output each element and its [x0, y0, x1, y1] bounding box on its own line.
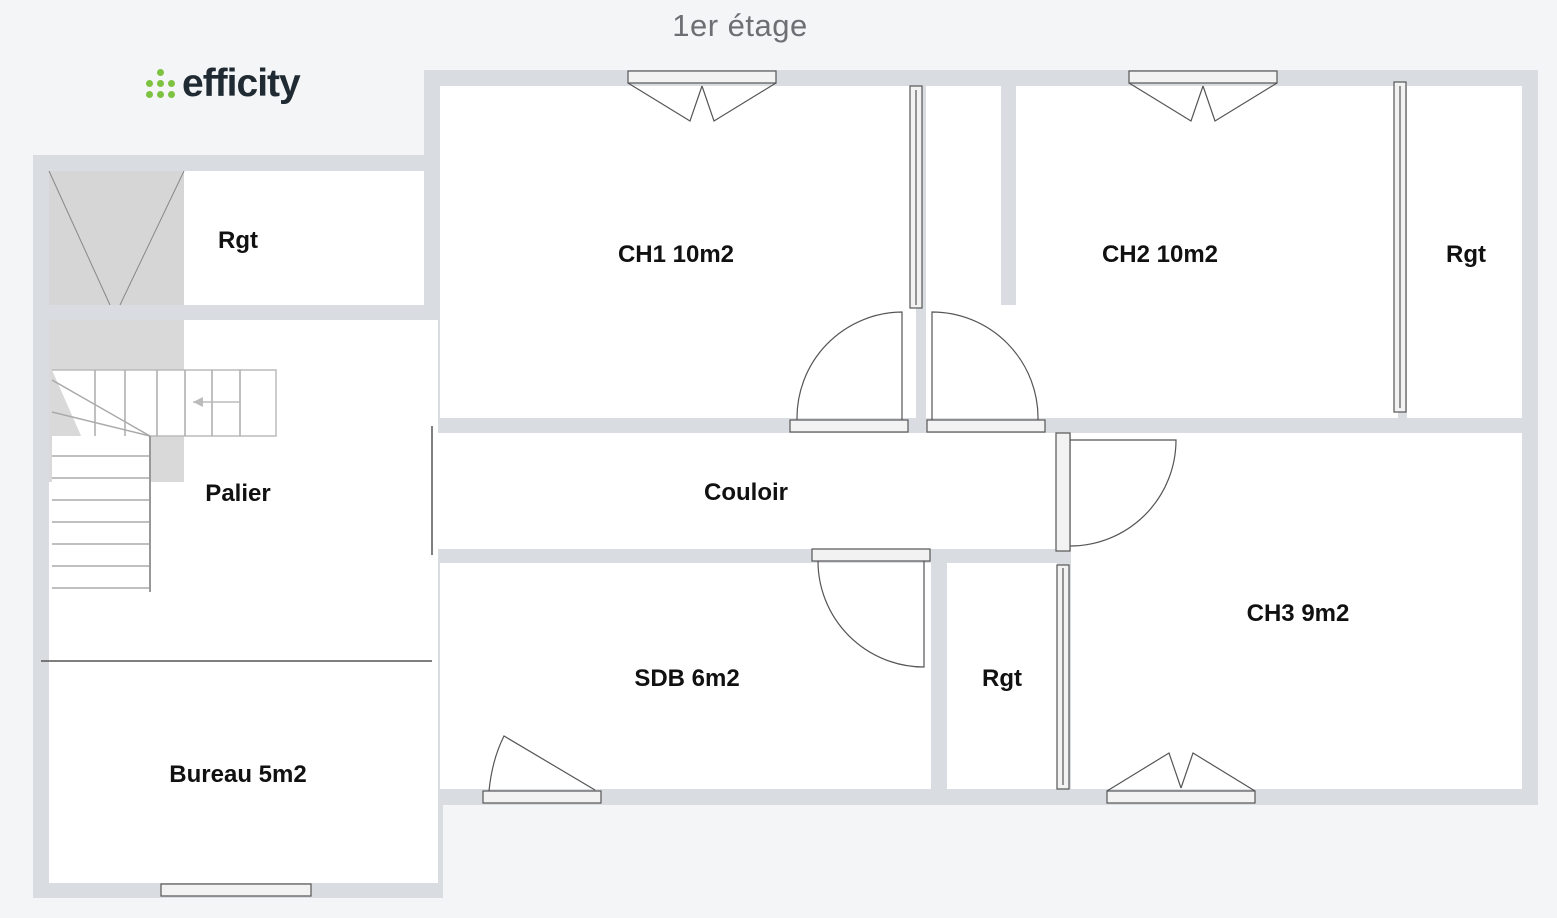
- logo-dots-icon: [142, 65, 180, 103]
- room-label-rgt-right: Rgt: [1446, 241, 1486, 268]
- room-label-rgt-middle: Rgt: [982, 665, 1022, 692]
- room-label-sdb: SDB 6m2: [634, 665, 740, 692]
- staircase: [49, 320, 277, 592]
- room-label-ch2: CH2 10m2: [1101, 241, 1219, 268]
- room-label-rgt-top-left: Rgt: [218, 227, 258, 254]
- logo-text: efficity: [182, 62, 301, 105]
- storage-closet: [48, 170, 185, 306]
- room-label-ch3: CH3 9m2: [1246, 600, 1350, 627]
- room-label-bureau: Bureau 5m2: [169, 761, 307, 788]
- floor-title: 1er étage: [672, 8, 808, 43]
- efficity-logo: efficity: [142, 62, 301, 106]
- room-label-couloir: Couloir: [704, 479, 788, 506]
- room-label-ch1: CH1 10m2: [617, 241, 735, 268]
- partitions: [41, 426, 433, 662]
- room-label-palier: Palier: [205, 480, 271, 507]
- doors: [160, 70, 1407, 897]
